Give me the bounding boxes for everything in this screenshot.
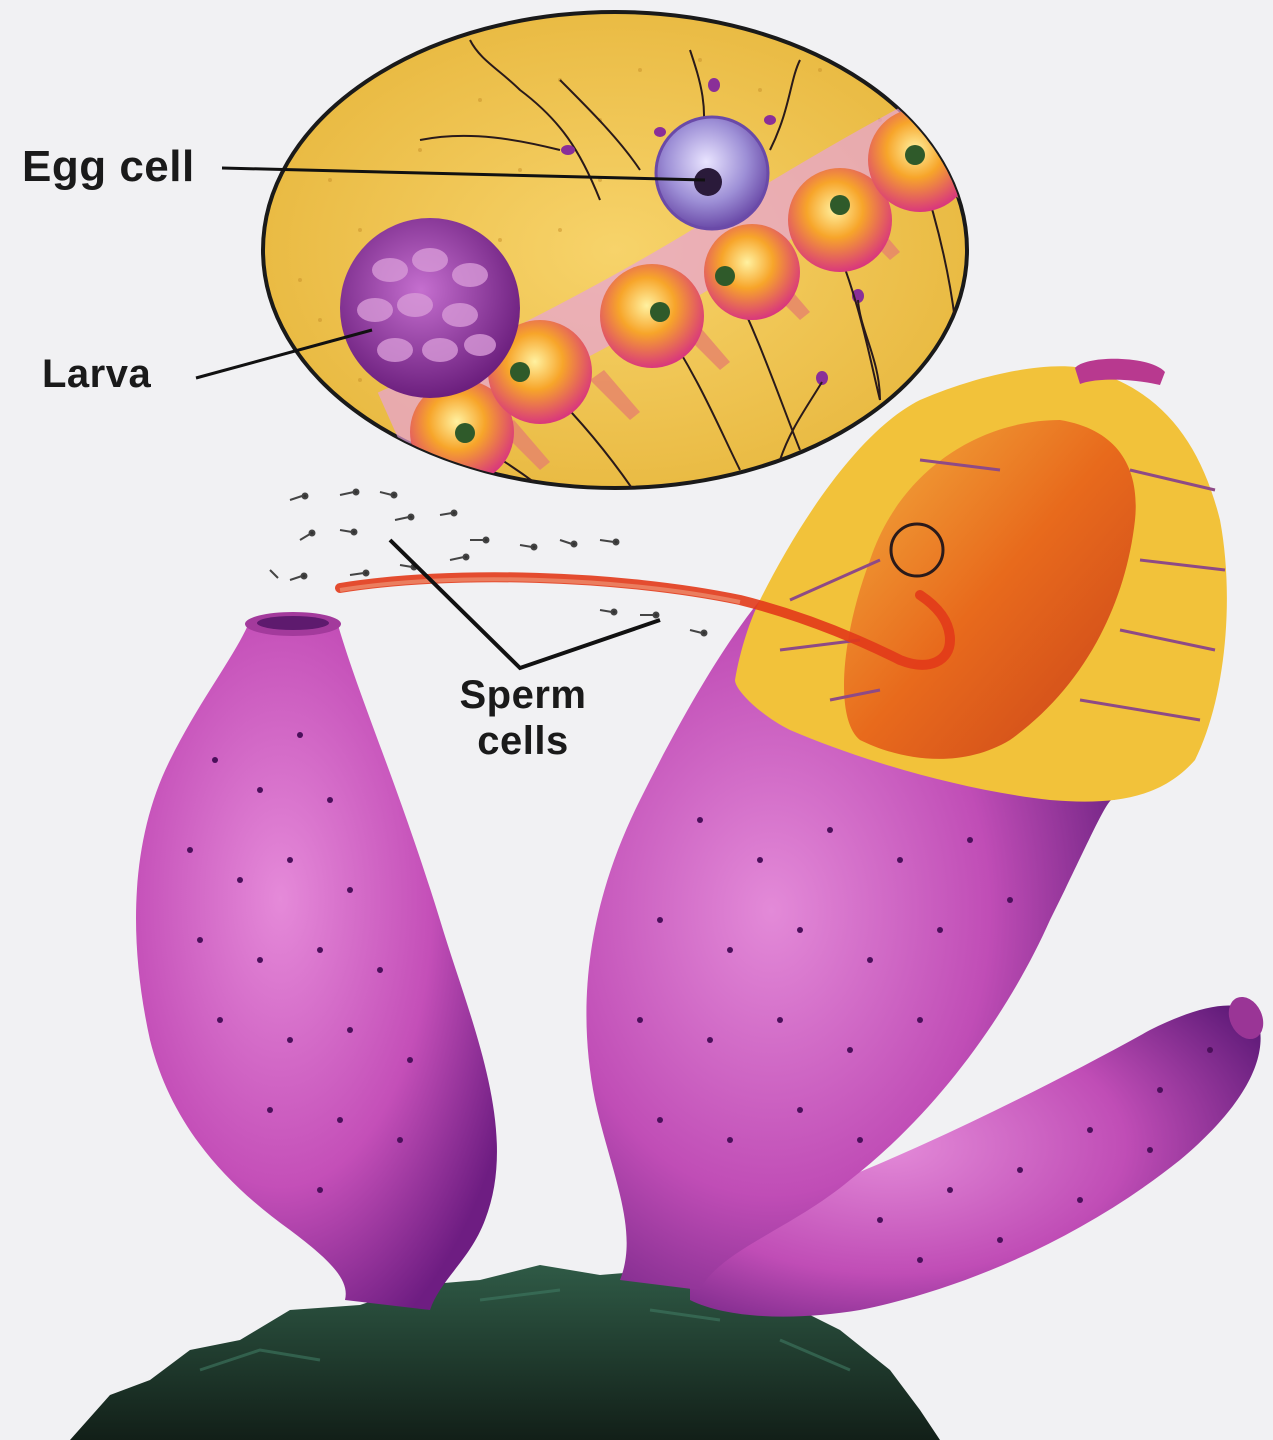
sperm-label-line1: Sperm — [438, 672, 608, 718]
larva-label: Larva — [42, 352, 151, 397]
sperm-leader-lines — [390, 540, 660, 668]
sperm-cells-label: Sperm cells — [438, 672, 608, 764]
egg-cell-label: Egg cell — [22, 142, 195, 192]
sperm-cells-cluster — [270, 490, 707, 636]
sperm-label-line2: cells — [438, 718, 608, 764]
larva — [340, 218, 520, 398]
